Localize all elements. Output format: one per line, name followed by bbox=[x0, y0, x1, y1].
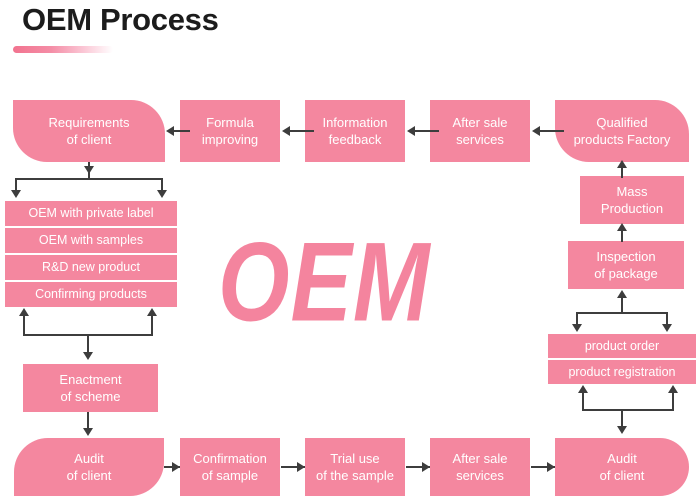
node-qualified-products-factory[interactable]: Qualified products Factory bbox=[555, 100, 689, 162]
node-label: Qualified products Factory bbox=[573, 115, 671, 147]
arrow-up-icon bbox=[668, 385, 678, 393]
connector-line bbox=[15, 178, 17, 192]
arrow-down-icon bbox=[662, 324, 672, 332]
arrow-down-icon bbox=[83, 352, 93, 360]
node-label: Information feedback bbox=[322, 115, 388, 147]
node-enactment-of-scheme[interactable]: Enactment of scheme bbox=[23, 364, 158, 412]
connector-line bbox=[87, 412, 89, 430]
connector-line bbox=[576, 312, 668, 314]
node-label: product order bbox=[584, 338, 660, 353]
node-information-feedback[interactable]: Information feedback bbox=[305, 100, 405, 162]
arrow-down-icon bbox=[11, 190, 21, 198]
connector-line bbox=[576, 312, 578, 326]
node-inspection-of-package[interactable]: Inspection of package bbox=[568, 241, 684, 289]
connector-line bbox=[621, 162, 623, 178]
arrow-down-icon bbox=[617, 426, 627, 434]
node-label: Audit of client bbox=[599, 451, 645, 483]
node-audit-of-client-right[interactable]: Audit of client bbox=[555, 438, 689, 496]
node-label: OEM with samples bbox=[38, 233, 144, 247]
connector-line bbox=[413, 130, 439, 132]
connector-line bbox=[23, 315, 25, 336]
arrow-right-icon bbox=[547, 462, 555, 472]
connector-line bbox=[15, 178, 163, 180]
node-label: Formula improving bbox=[201, 115, 259, 147]
node-oem-with-private-label[interactable]: OEM with private label bbox=[5, 201, 177, 226]
node-label: After sale services bbox=[452, 451, 508, 483]
node-label: OEM with private label bbox=[28, 206, 154, 220]
node-product-order[interactable]: product order bbox=[548, 334, 696, 358]
node-requirements-of-client[interactable]: Requirements of client bbox=[13, 100, 165, 162]
node-label: Requirements of client bbox=[48, 115, 130, 147]
node-label: R&D new product bbox=[42, 260, 140, 274]
node-audit-of-client-left[interactable]: Audit of client bbox=[14, 438, 164, 496]
connector-line bbox=[666, 312, 668, 326]
connector-line bbox=[151, 315, 153, 336]
arrow-down-icon bbox=[157, 190, 167, 198]
connector-line bbox=[281, 466, 305, 468]
arrow-up-icon bbox=[578, 385, 588, 393]
node-confirmation-of-sample[interactable]: Confirmation of sample bbox=[180, 438, 280, 496]
arrow-up-icon bbox=[617, 223, 627, 231]
node-formula-improving[interactable]: Formula improving bbox=[180, 100, 280, 162]
node-confirming-products[interactable]: Confirming products bbox=[5, 282, 177, 307]
connector-line bbox=[582, 392, 584, 411]
connector-line bbox=[621, 409, 623, 428]
node-label: product registration bbox=[568, 364, 676, 379]
arrow-down-icon bbox=[84, 166, 94, 174]
arrow-left-icon bbox=[532, 126, 540, 136]
page-title: OEM Process bbox=[22, 2, 219, 37]
node-label: Confirmation of sample bbox=[193, 451, 267, 483]
arrow-left-icon bbox=[282, 126, 290, 136]
arrow-up-icon bbox=[147, 308, 157, 316]
connector-line bbox=[672, 392, 674, 411]
title-underline-accent bbox=[13, 46, 113, 53]
connector-line bbox=[161, 178, 163, 192]
arrow-left-icon bbox=[407, 126, 415, 136]
connector-line bbox=[288, 130, 314, 132]
arrow-up-icon bbox=[617, 160, 627, 168]
arrow-up-icon bbox=[19, 308, 29, 316]
connector-line bbox=[531, 466, 555, 468]
node-product-registration[interactable]: product registration bbox=[548, 360, 696, 384]
node-oem-with-samples[interactable]: OEM with samples bbox=[5, 228, 177, 253]
connector-line bbox=[406, 466, 430, 468]
connector-line bbox=[582, 409, 674, 411]
node-label: Enactment of scheme bbox=[59, 372, 122, 404]
connector-line bbox=[87, 334, 89, 354]
node-label: Inspection of package bbox=[594, 249, 658, 281]
arrow-right-icon bbox=[297, 462, 305, 472]
node-label: Trial use of the sample bbox=[315, 451, 395, 483]
connector-line bbox=[621, 226, 623, 242]
arrow-left-icon bbox=[166, 126, 174, 136]
oem-watermark: OEM bbox=[218, 220, 431, 345]
connector-line bbox=[621, 298, 623, 314]
node-trial-use-of-the-sample[interactable]: Trial use of the sample bbox=[305, 438, 405, 496]
arrow-right-icon bbox=[172, 462, 180, 472]
node-mass-production[interactable]: Mass Production bbox=[580, 176, 684, 224]
arrow-down-icon bbox=[83, 428, 93, 436]
node-label: Mass Production bbox=[600, 184, 664, 216]
arrow-down-icon bbox=[572, 324, 582, 332]
node-label: Confirming products bbox=[35, 287, 147, 301]
node-label: Audit of client bbox=[66, 451, 112, 483]
node-rd-new-product[interactable]: R&D new product bbox=[5, 255, 177, 280]
connector-line bbox=[172, 130, 190, 132]
connector-line bbox=[538, 130, 564, 132]
node-after-sale-services-bottom[interactable]: After sale services bbox=[430, 438, 530, 496]
arrow-right-icon bbox=[422, 462, 430, 472]
arrow-up-icon bbox=[617, 290, 627, 298]
node-label: After sale services bbox=[452, 115, 508, 147]
node-after-sale-services-top[interactable]: After sale services bbox=[430, 100, 530, 162]
